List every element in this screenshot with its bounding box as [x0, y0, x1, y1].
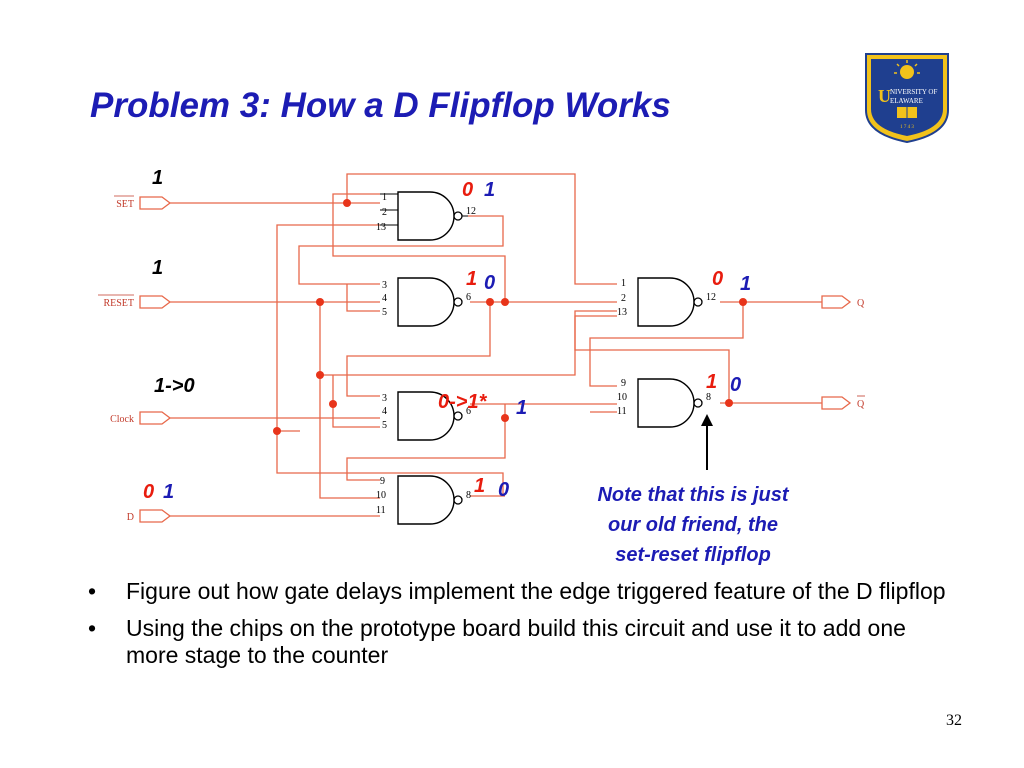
- g2-pin-b: 4: [382, 293, 387, 304]
- g1-new-state: 1: [484, 179, 495, 201]
- d-label: D: [127, 512, 134, 523]
- g4-old-state: 1: [474, 475, 485, 497]
- svg-text:U: U: [878, 86, 891, 106]
- g3-pin-a: 3: [382, 393, 387, 404]
- g5-pin-c: 13: [617, 307, 627, 318]
- page-number: 32: [946, 712, 962, 729]
- g3-new-state: 1: [516, 397, 527, 419]
- g4-pin-c: 11: [376, 505, 386, 516]
- g3-pin-c: 5: [382, 420, 387, 431]
- d-terminal: [139, 509, 172, 523]
- g3-old-state: 0->1*: [438, 391, 488, 413]
- g2-pin-a: 3: [382, 280, 387, 291]
- g3-pin-out: 6: [466, 406, 471, 417]
- nand-gate-5: 1 2 13 12: [617, 277, 716, 327]
- nand-gate-3: 3 4 5 6: [382, 391, 471, 441]
- g2-pin-out: 6: [466, 292, 471, 303]
- note-arrow-icon: [701, 414, 713, 470]
- g3-pin-b: 4: [382, 406, 387, 417]
- g1-pin-a: 1: [382, 192, 387, 203]
- slide-title: Problem 3: How a D Flipflop Works: [90, 86, 671, 125]
- d-old-value: 0: [143, 481, 154, 503]
- clock-value: 1->0: [154, 375, 195, 397]
- g1-pin-out: 12: [466, 206, 476, 217]
- reset-value: 1: [152, 257, 163, 279]
- nand-gate-2: 3 4 5 6: [382, 277, 471, 327]
- output-terminals: Q Q: [821, 295, 865, 410]
- g5-pin-b: 2: [621, 293, 626, 304]
- q-label: Q: [857, 298, 865, 309]
- logo-line1: NIVERSITY OF: [890, 88, 937, 96]
- nand-gate-4: 9 10 11 8: [376, 475, 471, 525]
- g2-new-state: 0: [484, 272, 495, 294]
- annotation-note: Note that this is just our old friend, t…: [548, 480, 838, 570]
- g4-pin-a: 9: [380, 476, 385, 487]
- g4-pin-b: 10: [376, 490, 386, 501]
- q-terminal: [821, 295, 852, 309]
- reset-terminal: [139, 295, 172, 309]
- state-labels: 1 1 1->0 0 1 0 1 1 0 0->1* 1 1 0 0 1 1 0: [143, 167, 751, 503]
- logo-line2: ELAWARE: [890, 97, 923, 105]
- g2-pin-c: 5: [382, 307, 387, 318]
- qbar-terminal: [821, 396, 852, 410]
- bullet-item-2: Using the chips on the prototype board b…: [88, 615, 948, 669]
- d-flipflop-circuit: SET RESET Clock D Q Q 1 2 13 12 3 4 5 6: [98, 167, 865, 525]
- reset-label: RESET: [103, 298, 134, 309]
- input-terminals: SET RESET Clock D: [98, 195, 172, 523]
- g2-old-state: 1: [466, 268, 477, 290]
- set-terminal: [139, 196, 172, 210]
- g5-pin-out: 12: [706, 292, 716, 303]
- g4-pin-out: 8: [466, 490, 471, 501]
- g1-old-state: 0: [462, 179, 473, 201]
- q-new-state: 1: [740, 273, 751, 295]
- note-line-2: our old friend, the: [608, 514, 778, 536]
- bullet-item-1: Figure out how gate delays implement the…: [88, 578, 948, 605]
- qbar-label: Q: [857, 399, 865, 410]
- note-line-1: Note that this is just: [597, 484, 789, 506]
- clock-label: Clock: [110, 414, 134, 425]
- note-line-3: set-reset flipflop: [615, 544, 771, 566]
- g6-pin-out: 8: [706, 392, 711, 403]
- q-old-state: 0: [712, 268, 723, 290]
- d-new-value: 1: [163, 481, 174, 503]
- g1-pin-b: 2: [382, 207, 387, 218]
- set-label: SET: [116, 199, 134, 210]
- g6-pin-a: 9: [621, 378, 626, 389]
- qbar-new-state: 0: [730, 374, 741, 396]
- nand-gate-1: 1 2 13 12: [376, 191, 476, 241]
- g6-pin-b: 10: [617, 392, 627, 403]
- circuit-wires: [170, 173, 822, 517]
- g4-new-state: 0: [498, 479, 509, 501]
- clock-terminal: [139, 411, 172, 425]
- g5-pin-a: 1: [621, 278, 626, 289]
- g1-pin-c: 13: [376, 222, 386, 233]
- g6-pin-c: 11: [617, 406, 627, 417]
- university-of-delaware-logo: U NIVERSITY OF ELAWARE 1 7 4 3: [865, 53, 949, 144]
- junction-dots: [273, 199, 747, 435]
- logo-year: 1 7 4 3: [900, 125, 914, 130]
- set-value: 1: [152, 167, 163, 189]
- qbar-old-state: 1: [706, 371, 717, 393]
- bullet-list: Figure out how gate delays implement the…: [88, 578, 948, 679]
- nand-gate-6: 9 10 11 8: [617, 378, 711, 428]
